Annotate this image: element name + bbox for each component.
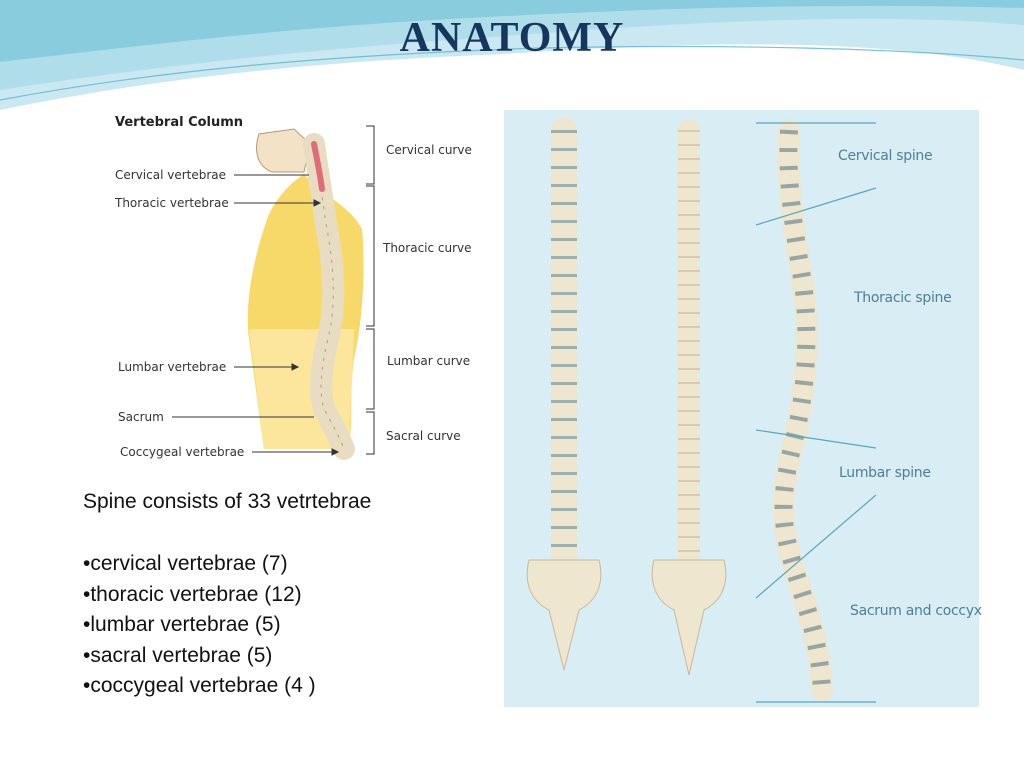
- anterior-spine-view: [526, 117, 602, 671]
- list-item: •cervical vertebrae (7): [83, 552, 288, 575]
- label-lumbar-spine: Lumbar spine: [839, 465, 931, 481]
- list-item: •thoracic vertebrae (12): [83, 582, 302, 606]
- spine-views-figure: Cervical spine Thoracic spine Lumbar spi…: [504, 110, 982, 707]
- label-lumbar-vertebrae: Lumbar vertebrae: [118, 360, 227, 374]
- list-item: •lumbar vertebrae (5): [83, 613, 281, 636]
- vertebrae-list: •cervical vertebrae (7) •thoracic verteb…: [83, 549, 503, 702]
- label-thoracic-vertebrae: Thoracic vertebrae: [115, 196, 229, 210]
- content-text: Spine consists of 33 vetrtebrae •cervica…: [83, 487, 503, 702]
- label-cervical-spine: Cervical spine: [838, 148, 933, 164]
- label-sacral-curve: Sacral curve: [386, 429, 461, 443]
- header-wave-decoration: [0, 0, 1024, 114]
- posterior-spine-view: [651, 119, 727, 676]
- label-thoracic-curve: Thoracic curve: [383, 241, 472, 255]
- list-item: •sacral vertebrae (5): [83, 643, 273, 667]
- label-cervical-curve: Cervical curve: [386, 143, 472, 157]
- label-sacrum-and-coccyx: Sacrum and coccyx: [850, 603, 982, 619]
- intro-text: Spine consists of 33 vetrtebrae: [83, 490, 372, 513]
- label-cervical-vertebrae: Cervical vertebrae: [115, 168, 227, 182]
- label-coccygeal-vertebrae: Coccygeal vertebrae: [120, 445, 245, 459]
- label-thoracic-spine: Thoracic spine: [854, 290, 952, 306]
- label-sacrum: Sacrum: [118, 410, 164, 424]
- slide-title: ANATOMY: [399, 15, 625, 61]
- label-lumbar-curve: Lumbar curve: [387, 354, 471, 368]
- list-item: •coccygeal vertebrae (4 ): [83, 674, 316, 697]
- lateral-spine-view: [772, 119, 833, 701]
- vertebral-column-figure: Vertebral Column Cervical vertebrae Thor…: [104, 104, 484, 484]
- vertebral-column-drawing: [172, 125, 375, 460]
- figure-title: Vertebral Column: [115, 115, 244, 130]
- spine-views-drawing: [526, 117, 877, 703]
